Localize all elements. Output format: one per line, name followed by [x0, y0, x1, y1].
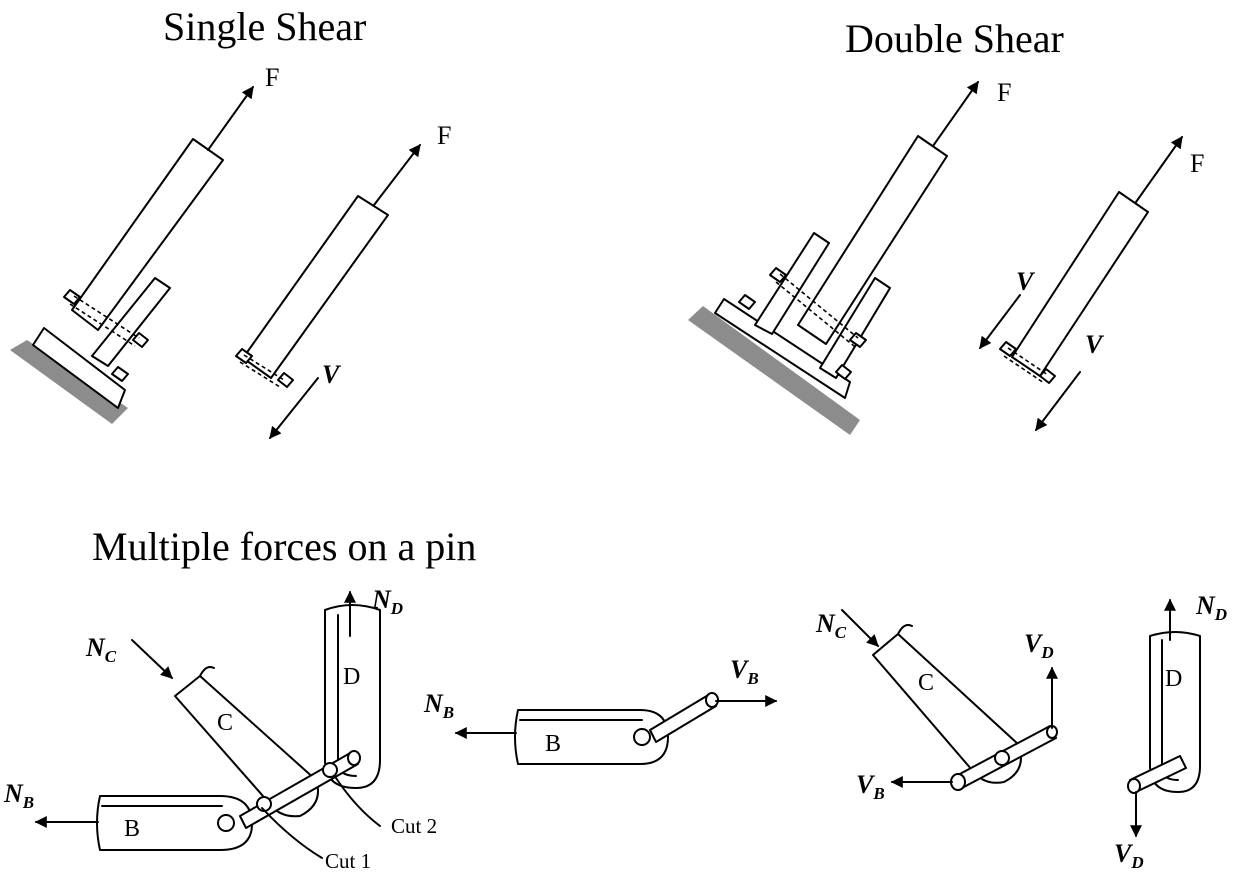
multi-member-b-label: B — [124, 816, 140, 842]
double-fbd-pin-upper — [1007, 347, 1049, 376]
fbd-c-member-edge — [897, 624, 913, 635]
fbd-c-pin-end-left — [950, 773, 966, 791]
double-force-f-arrow — [932, 81, 979, 147]
double-fbd-shear-v-lower-arrow — [1035, 371, 1081, 431]
single-fbd-shear-v-arrow — [269, 377, 319, 439]
single-fbd-force-f-arrow — [373, 144, 421, 206]
double-pin-upper — [779, 273, 859, 339]
multi-force-nc-arrow — [131, 639, 173, 679]
multi-cut1-leader — [261, 807, 323, 859]
fbd-b-hole — [633, 728, 651, 746]
single-lug — [91, 277, 171, 367]
multi-force-nb-label: NB — [3, 779, 34, 812]
fbd-c-force-vd-label: VD — [1024, 629, 1054, 662]
fbd-c-force-nc-arrow — [841, 609, 879, 647]
title-single-shear: Single Shear — [163, 4, 366, 49]
multi-member-b — [96, 795, 253, 851]
double-pin-head-bottom — [849, 332, 867, 348]
single-pin-upper — [73, 295, 140, 339]
multi-fbd-c: C NC VB VD — [815, 609, 1058, 803]
double-shear-free-body: F V V — [979, 136, 1204, 431]
title-multiple-forces: Multiple forces on a pin — [92, 524, 476, 569]
multi-member-b-hole — [217, 814, 235, 832]
fbd-d-force-vd-label: VD — [1114, 839, 1144, 872]
fbd-d-pin-end — [1127, 778, 1141, 794]
double-shear-assembly: F — [688, 78, 1011, 435]
single-ground-hatch — [10, 340, 128, 424]
single-bolt-nut — [111, 366, 129, 382]
multi-member-c-label: C — [217, 710, 233, 736]
double-fbd-shear-v-upper-arrow — [979, 294, 1021, 349]
double-force-f-label: F — [997, 78, 1011, 107]
single-fbd-pin-lower — [239, 361, 281, 388]
fbd-c-force-vb-label: VB — [856, 770, 885, 803]
double-lug-right — [819, 277, 891, 379]
title-double-shear: Double Shear — [845, 16, 1064, 61]
single-fbd-force-f-label: F — [437, 121, 451, 150]
single-pin-head-bottom — [132, 332, 149, 348]
single-pin-head-top — [63, 289, 81, 305]
multi-assembly: D C B Cut 1 Cut 2 NB NC ND — [3, 585, 437, 873]
multi-member-d-label: D — [343, 664, 360, 690]
fbd-d-force-nd-label: ND — [1195, 591, 1227, 624]
double-fbd-pin-lower — [1003, 355, 1045, 384]
double-fbd-member — [1011, 191, 1149, 377]
multi-fbd-b: B NB VB — [423, 655, 778, 765]
fbd-b-member — [514, 709, 669, 765]
single-fbd-pin-head-top — [235, 348, 253, 364]
single-shear-assembly: F — [10, 63, 279, 424]
single-fbd-pin-upper — [243, 354, 285, 381]
double-fbd-force-f-label: F — [1190, 149, 1204, 178]
single-force-f-arrow — [207, 86, 254, 151]
double-pin-lower — [775, 281, 855, 347]
multi-cut2-leader — [335, 777, 381, 827]
single-base-plate — [32, 327, 126, 409]
fbd-c-force-nc-label: NC — [815, 609, 847, 642]
double-base-plate — [714, 298, 851, 399]
fbd-d-label: D — [1165, 666, 1182, 692]
double-bolt-nut-left — [738, 294, 756, 310]
single-shear-free-body: F V — [235, 121, 451, 439]
double-fbd-force-f-arrow — [1135, 136, 1183, 203]
fbd-b-label: B — [545, 731, 561, 757]
multi-force-nc-label: NC — [85, 633, 117, 666]
fbd-b-force-vb-label: VB — [730, 655, 759, 688]
multi-cut2-label: Cut 2 — [391, 814, 437, 838]
multi-fbd-d: D ND VD — [1114, 591, 1227, 872]
multi-force-nd-label: ND — [371, 585, 403, 618]
single-member — [71, 138, 224, 331]
single-fbd-shear-v-label: V — [322, 360, 342, 389]
fbd-c-label: C — [918, 670, 934, 696]
double-ground-hatch — [688, 306, 860, 435]
single-fbd-pin-head-bottom — [277, 372, 294, 388]
double-fbd-pin-head-top — [999, 341, 1017, 357]
fbd-c-pin-ring — [994, 750, 1010, 766]
double-fbd-shear-v-upper-label: V — [1016, 267, 1036, 296]
single-fbd-member — [242, 195, 389, 379]
double-fbd-shear-v-lower-label: V — [1085, 330, 1105, 359]
single-force-f-label: F — [265, 63, 279, 92]
single-pin-lower — [69, 303, 136, 347]
multi-pin-cut2-ring — [322, 762, 338, 778]
fbd-b-force-nb-label: NB — [423, 689, 454, 722]
double-bolt-nut-right — [835, 364, 852, 380]
multi-member-c-edge — [199, 666, 215, 677]
multi-cut1-label: Cut 1 — [325, 849, 371, 873]
double-pin-head-top — [769, 267, 787, 283]
double-member — [797, 135, 948, 345]
multi-pin-end — [347, 750, 361, 766]
